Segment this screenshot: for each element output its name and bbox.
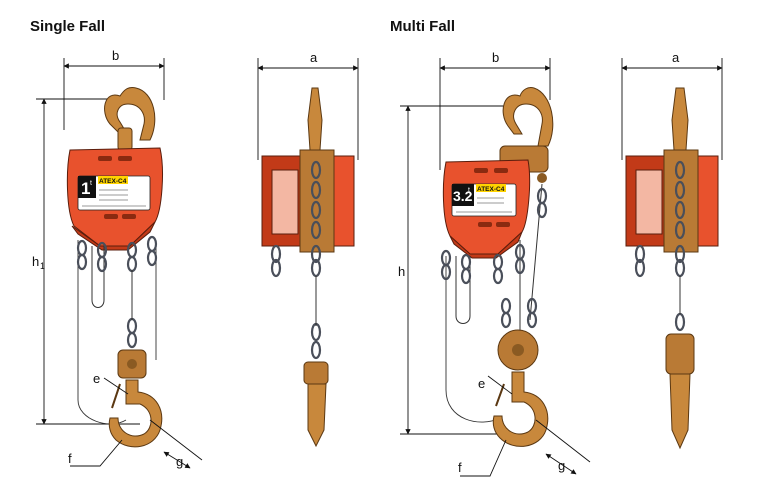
dim-h1-label: h (32, 254, 39, 269)
single-fall-side-view: a (257, 50, 359, 448)
bottom-hook-multi (492, 371, 549, 447)
single-fall-title: Single Fall (30, 18, 106, 35)
dim-e-line (103, 377, 129, 395)
side-top-hook (307, 87, 323, 151)
dim-e-line-multi (487, 375, 513, 395)
dim-h-label-multi: h (398, 264, 405, 279)
side-bottom-hook-multi (669, 373, 691, 450)
dim-g-extension-multi (535, 419, 591, 463)
top-hook-multi (502, 87, 554, 147)
dim-f-line (70, 439, 123, 467)
dim-a-label-multi: a (672, 50, 680, 65)
dim-g-extension (149, 419, 203, 461)
dim-b-label: b (112, 48, 119, 63)
capacity-value-multi: 3.2 (453, 188, 473, 204)
dim-b-label-multi: b (492, 50, 499, 65)
single-fall-front-view: b h 1 1 t ATEX-C4 (32, 48, 203, 469)
dim-f-label-multi: f (458, 460, 462, 475)
side-bottom-hook (307, 383, 327, 448)
capacity-value: 1 (81, 179, 90, 198)
bottom-hook (108, 379, 163, 448)
dim-a-label: a (310, 50, 318, 65)
dim-f-line-multi (460, 439, 507, 477)
dim-g-line-multi (545, 453, 577, 475)
multi-fall-front-view: b h 3.2 t ATEX-C4 (398, 50, 591, 477)
multi-fall-side-view: a (621, 50, 723, 450)
dim-h1-subscript: 1 (40, 261, 45, 271)
side-top-hook-multi (671, 87, 689, 151)
dim-g-label-multi: g (558, 458, 565, 473)
model-label: ATEX-C4 (99, 178, 127, 185)
capacity-unit-multi: t (468, 187, 470, 194)
model-label-multi: ATEX-C4 (477, 186, 505, 193)
top-hook (104, 87, 156, 141)
dim-g-label: g (176, 454, 183, 469)
dim-f-label: f (68, 451, 72, 466)
capacity-unit: t (90, 180, 92, 187)
dim-g-line (163, 451, 191, 469)
dim-e-label: e (93, 371, 100, 386)
multi-fall-title: Multi Fall (390, 18, 455, 35)
dim-e-label-multi: e (478, 376, 485, 391)
